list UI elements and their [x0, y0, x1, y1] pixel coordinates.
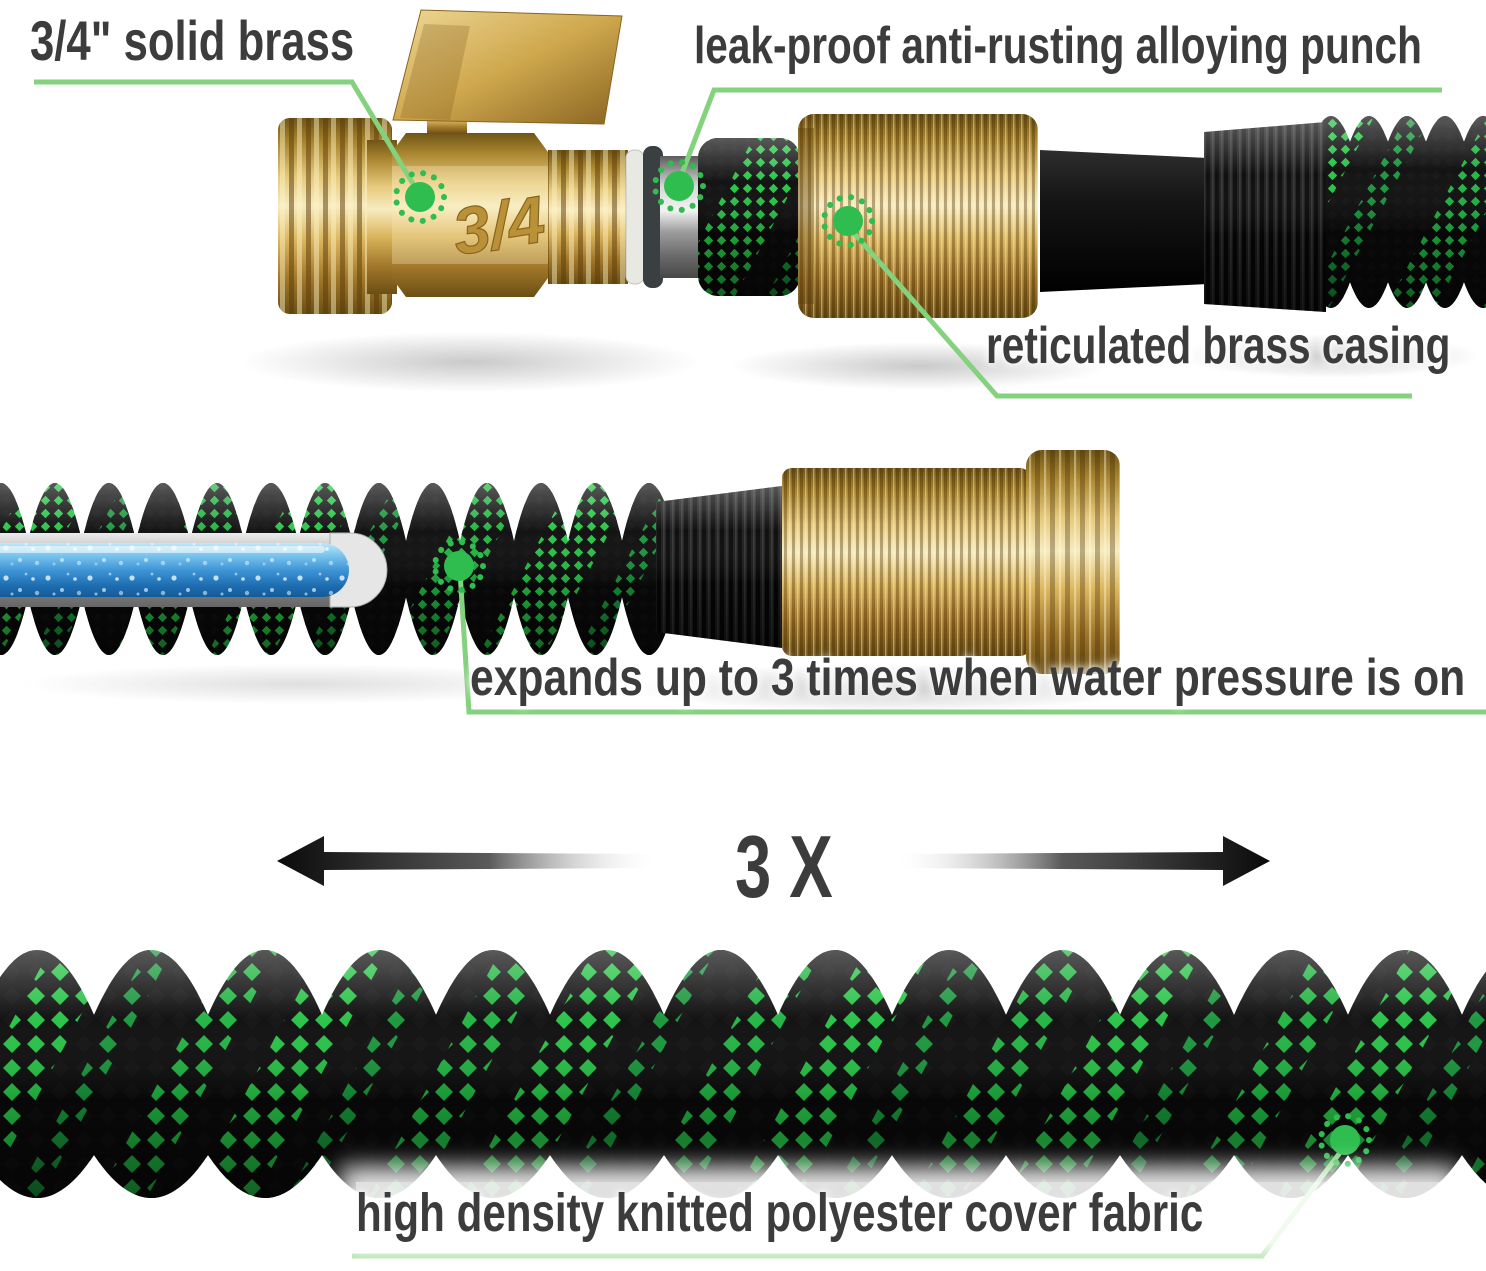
label-solid-brass-text: 3/4" solid brass [30, 9, 355, 72]
callout-markers [393, 159, 1372, 1167]
label-leak-proof: leak-proof anti-rusting alloying punch [694, 16, 1486, 76]
label-expansion-factor: 3 X [735, 816, 867, 918]
label-solid-brass: 3/4" solid brass [30, 8, 446, 73]
label-cover-fabric-text: high density knitted polyester cover fab… [356, 1183, 1204, 1243]
marker-dot-icon [432, 539, 486, 593]
expand-arrow-right-icon [892, 836, 1270, 886]
brass-nut [1026, 450, 1120, 674]
expand-arrows-icon [277, 836, 1270, 886]
label-expands: expands up to 3 times when water pressur… [470, 648, 1486, 708]
marker-dot-icon [393, 170, 447, 224]
cutaway-hose [0, 450, 1120, 674]
leader-leak-proof [676, 87, 1442, 182]
shell-end-cap [329, 532, 388, 608]
label-reticulated-casing: reticulated brass casing [986, 316, 1486, 376]
leader-solid-brass [34, 79, 421, 194]
valve-handle [392, 9, 623, 134]
threaded-coupling [278, 118, 392, 314]
male-thread [548, 150, 628, 284]
label-leak-proof-text: leak-proof anti-rusting alloying punch [694, 17, 1422, 75]
brass-cylinder [782, 468, 1030, 656]
valve-size-embossed-text: 3/4 [448, 182, 550, 269]
shadow-reflections [20, 332, 1480, 712]
marker-dot-icon [821, 194, 875, 248]
marker-dot-icon [1318, 1113, 1372, 1167]
white-gasket [625, 149, 645, 285]
valve-body [392, 133, 548, 297]
label-expands-text: expands up to 3 times when water pressur… [470, 649, 1466, 707]
label-reticulated-casing-text: reticulated brass casing [986, 317, 1451, 375]
label-expansion-factor-text: 3 X [735, 817, 833, 916]
inner-tube [0, 543, 349, 597]
ribbed-collar-top [1204, 122, 1326, 312]
label-cover-fabric: high density knitted polyester cover fab… [356, 1182, 1443, 1244]
ribbed-collar-mid [656, 486, 782, 648]
hose-top-right [1312, 116, 1486, 308]
leader-expands [457, 571, 1486, 715]
valve-assembly: 3/4 [278, 9, 1486, 318]
marker-dot-icon [652, 159, 706, 213]
leader-reticulated [844, 222, 1412, 399]
braided-wrap [698, 138, 800, 296]
expand-arrow-left-icon [277, 836, 662, 886]
hose-closeup [0, 950, 1486, 1198]
brass-casing [798, 114, 1038, 318]
black-sleeve [1040, 150, 1208, 292]
